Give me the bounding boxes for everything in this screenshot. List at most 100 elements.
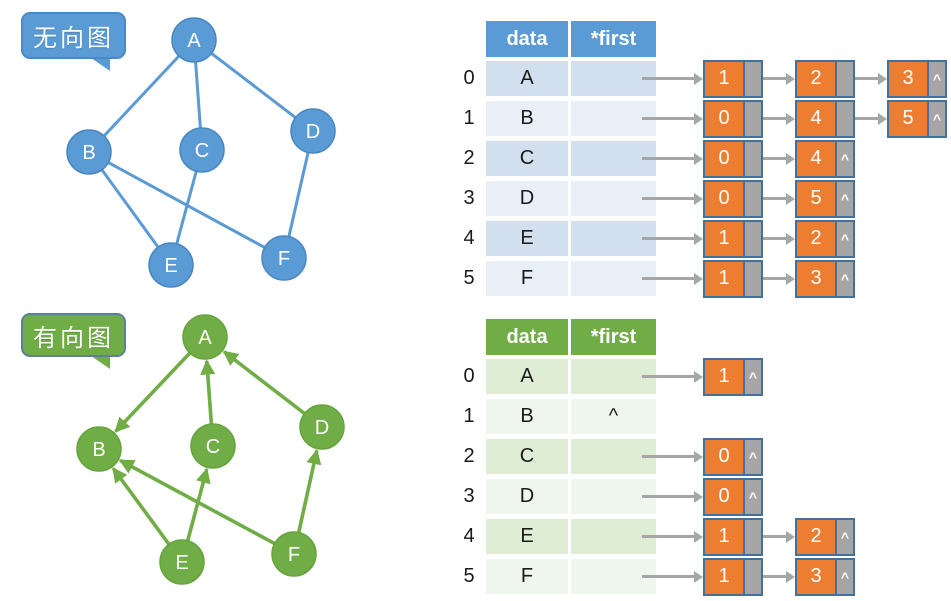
- list-node-value: 3: [797, 261, 837, 296]
- list-node: 1: [703, 557, 763, 596]
- graph-edge-A-B: [114, 351, 192, 433]
- list-node: 2^: [795, 219, 855, 258]
- list-node-pointer: ^: [837, 181, 853, 216]
- directed-node-B: B: [76, 426, 122, 472]
- undirected-label-bubble: 无向图: [21, 12, 126, 59]
- first-pointer-cell: [571, 261, 656, 296]
- data-cell: F: [486, 261, 568, 296]
- graph-node-label: F: [278, 248, 290, 270]
- pointer-arrow-icon: [763, 232, 795, 245]
- first-pointer-cell: [571, 141, 656, 176]
- data-cell: C: [486, 141, 568, 176]
- linked-list: 1 2^: [642, 219, 855, 258]
- pointer-arrow-icon: [642, 232, 703, 245]
- list-node-pointer: [745, 519, 761, 554]
- row-index: 5: [463, 565, 475, 587]
- list-node-pointer: [745, 61, 761, 96]
- list-node-pointer: [837, 101, 853, 136]
- list-node-pointer: [745, 221, 761, 256]
- data-cell: B: [486, 101, 568, 136]
- list-node: 0^: [703, 477, 763, 516]
- list-node: 0: [703, 139, 763, 178]
- pointer-arrow-icon: [763, 72, 795, 85]
- list-node-pointer: [745, 181, 761, 216]
- data-cell: C: [486, 439, 568, 474]
- directed-node-E: E: [159, 539, 205, 585]
- list-node-value: 3: [797, 559, 837, 594]
- list-node: 4^: [795, 139, 855, 178]
- pointer-arrow-icon: [642, 570, 703, 583]
- undirected-node-C: C: [179, 127, 225, 173]
- first-pointer-cell: ^: [571, 399, 656, 434]
- row-index: 3: [463, 485, 475, 507]
- graph-edge-A-B: [87, 38, 196, 154]
- list-node-value: 2: [797, 221, 837, 256]
- pointer-arrow-icon: [642, 450, 703, 463]
- directed-node-D: D: [299, 404, 345, 450]
- graph-node-label: A: [187, 30, 201, 52]
- directed-node-F: F: [271, 531, 317, 577]
- row-index: 4: [463, 525, 475, 547]
- list-node-pointer: [837, 61, 853, 96]
- list-node-value: 0: [705, 181, 745, 216]
- directed-node-C: C: [190, 423, 236, 469]
- pointer-arrow-icon: [763, 530, 795, 543]
- data-cell: E: [486, 221, 568, 256]
- row-index: 0: [463, 365, 475, 387]
- list-node-value: 1: [705, 221, 745, 256]
- list-node: 3^: [795, 557, 855, 596]
- list-node-pointer: [745, 101, 761, 136]
- first-pointer-cell: [571, 101, 656, 136]
- list-node-pointer: ^: [745, 359, 761, 394]
- graph-node-label: B: [82, 142, 95, 164]
- row-index: 1: [463, 405, 475, 427]
- graph-node-label: E: [164, 255, 177, 277]
- list-node-value: 2: [797, 61, 837, 96]
- first-pointer-cell: [571, 439, 656, 474]
- graph-node-label: E: [175, 552, 188, 574]
- list-node-pointer: ^: [745, 479, 761, 514]
- list-node: 0^: [703, 437, 763, 476]
- first-pointer-cell: [571, 359, 656, 394]
- table-header-row: data*first: [486, 319, 855, 355]
- list-node-pointer: ^: [745, 439, 761, 474]
- undirected-graph-canvas: A B C D E F: [66, 17, 336, 288]
- list-node: 2: [795, 59, 855, 98]
- list-node-pointer: [745, 261, 761, 296]
- graph-edge-E-B: [111, 467, 171, 546]
- list-node: 3^: [795, 259, 855, 298]
- list-node-value: 0: [705, 101, 745, 136]
- column-header-data: data: [486, 21, 568, 57]
- pointer-arrow-icon: [642, 192, 703, 205]
- list-node-value: 1: [705, 519, 745, 554]
- graph-node-label: D: [306, 121, 320, 143]
- list-node-value: 2: [797, 519, 837, 554]
- list-node: 3^: [887, 59, 947, 98]
- linked-list: 1 2^: [642, 517, 855, 556]
- row-index: 2: [463, 445, 475, 467]
- list-node-value: 3: [889, 61, 929, 96]
- list-node: 4: [795, 99, 855, 138]
- graph-edge-C-A: [200, 359, 216, 425]
- data-cell: A: [486, 61, 568, 96]
- list-node: 2^: [795, 517, 855, 556]
- graph-edge-F-D: [296, 448, 322, 533]
- column-header-data: data: [486, 319, 568, 355]
- list-node-pointer: ^: [929, 101, 945, 136]
- table-header-row: data*first: [486, 21, 947, 57]
- list-node: 1: [703, 219, 763, 258]
- graph-edge-A-D: [193, 38, 314, 133]
- graph-node-label: D: [315, 417, 329, 439]
